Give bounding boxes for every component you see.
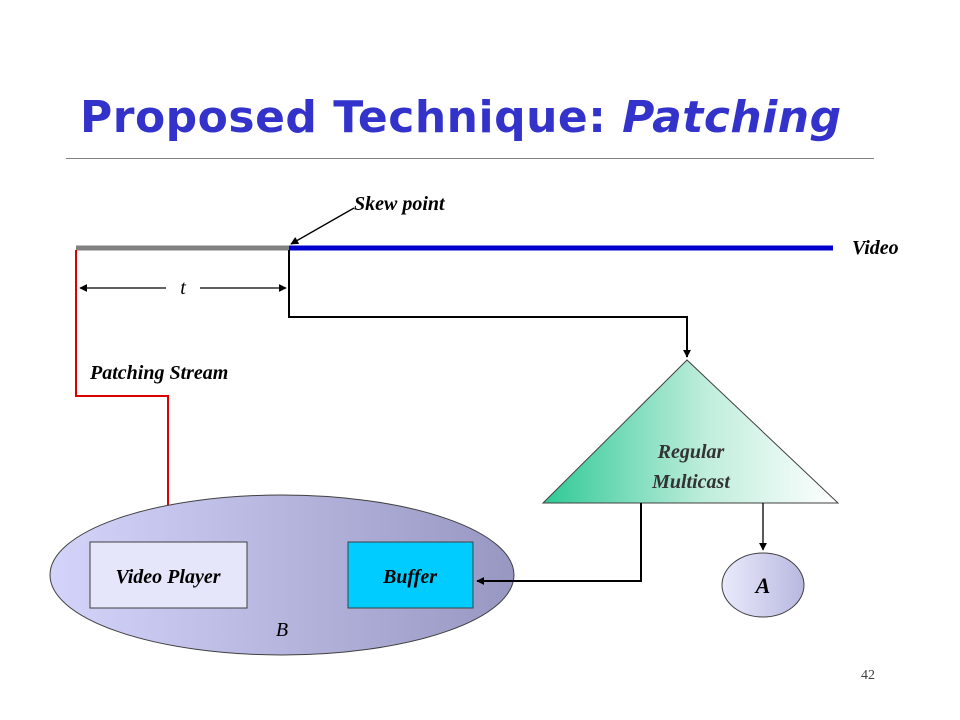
multicast-to-buffer-connector: [476, 503, 642, 585]
multicast-label-line1: Regular: [657, 441, 725, 463]
buffer-label: Buffer: [382, 566, 437, 588]
multicast-feed-connector: [288, 250, 691, 358]
page-number: 42: [861, 668, 875, 683]
title-divider: [66, 158, 874, 159]
client-a-label: A: [754, 573, 771, 598]
patching-stream-label: Patching Stream: [89, 362, 228, 384]
video-label: Video: [852, 237, 899, 259]
slide-title-emphasis: Patching: [622, 92, 842, 143]
multicast-label-line2: Multicast: [651, 471, 731, 493]
slide-title: Proposed Technique: Patching: [80, 92, 842, 143]
client-b-label: B: [276, 619, 288, 641]
video-player-box: [89, 541, 248, 609]
buffer-box: [347, 541, 474, 609]
regular-multicast-node: [541, 359, 840, 504]
patching-stream-connector: [75, 250, 172, 540]
slide-title-main: Proposed Technique:: [80, 92, 623, 143]
video-player-label: Video Player: [116, 566, 221, 588]
client-a-node: [721, 552, 805, 618]
skew-point-label: Skew point: [354, 193, 446, 215]
skew-point-pointer: [290, 207, 355, 245]
client-b-node: [49, 494, 515, 656]
time-span-label: t: [180, 277, 186, 299]
